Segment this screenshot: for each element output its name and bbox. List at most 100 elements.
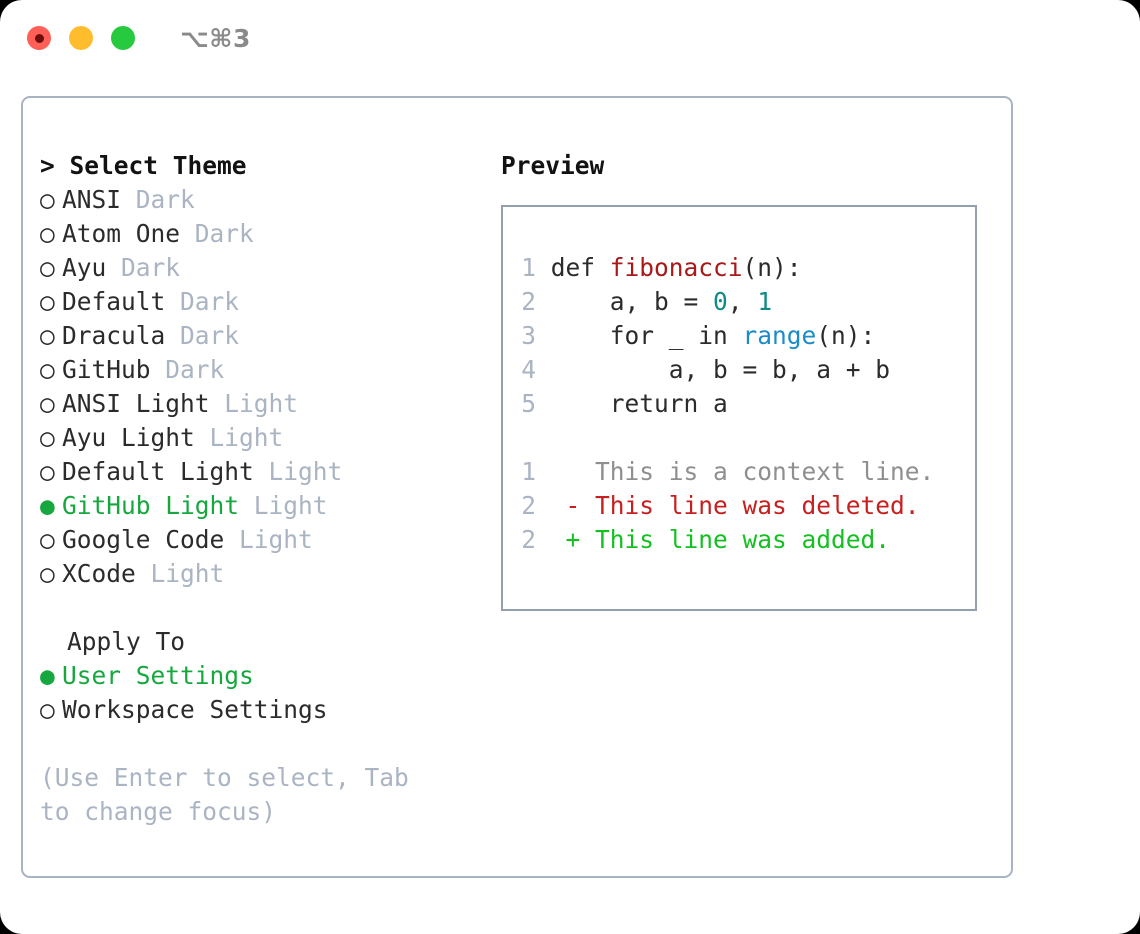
title-bar: ⌥⌘3: [0, 0, 1140, 76]
code-token: a, b =: [550, 287, 714, 316]
code-token: range: [742, 321, 817, 350]
traffic-light-group: [27, 26, 135, 50]
theme-option-xcode[interactable]: ○XCode Light: [40, 557, 485, 591]
theme-option-label: ANSI Light: [62, 389, 210, 418]
theme-option-variant: Light: [194, 423, 284, 452]
radio-unselected-icon: ○: [40, 389, 55, 418]
theme-picker-column: > Select Theme ○ANSI Dark○Atom One Dark○…: [23, 98, 485, 876]
theme-option-label: Ayu: [62, 253, 107, 282]
theme-option-default-light[interactable]: ○Default Light Light: [40, 455, 485, 489]
theme-option-github[interactable]: ○GitHub Dark: [40, 353, 485, 387]
theme-option-label: GitHub Light: [62, 491, 240, 520]
theme-option-variant: Light: [209, 389, 299, 418]
code-token: def: [550, 253, 610, 282]
diff-line-text: + This line was added.: [536, 525, 891, 554]
line-number: 2: [521, 491, 536, 520]
theme-option-github-light[interactable]: ●GitHub Light Light: [40, 489, 485, 523]
code-line: 1 def fibonacci(n):: [521, 251, 975, 285]
code-token: ,: [727, 287, 758, 316]
maximize-button[interactable]: [111, 26, 135, 50]
diff-line-text: This is a context line.: [536, 457, 935, 486]
preview-column: Preview 1 def fibonacci(n):2 a, b = 0, 1…: [485, 98, 1011, 876]
code-line: 5 return a: [521, 387, 975, 421]
line-number: 1: [521, 253, 536, 282]
theme-option-label: GitHub: [62, 355, 151, 384]
apply-to-option-workspace-settings[interactable]: ○Workspace Settings: [40, 693, 485, 727]
radio-unselected-icon: ○: [40, 457, 55, 486]
radio-unselected-icon: ○: [40, 525, 55, 554]
radio-unselected-icon: ○: [40, 423, 55, 452]
theme-list[interactable]: ○ANSI Dark○Atom One Dark○Ayu Dark○Defaul…: [40, 183, 485, 591]
theme-option-atom-one[interactable]: ○Atom One Dark: [40, 217, 485, 251]
theme-option-variant: Light: [239, 491, 328, 520]
code-diff-separator: [521, 421, 975, 455]
preview-header: Preview: [501, 151, 605, 180]
theme-option-variant: Light: [224, 525, 313, 554]
diff-line-text: - This line was deleted.: [536, 491, 920, 520]
code-line: 2 a, b = 0, 1: [521, 285, 975, 319]
theme-option-variant: Light: [253, 457, 343, 486]
radio-unselected-icon: ○: [40, 695, 55, 724]
apply-to-option-user-settings[interactable]: ●User Settings: [40, 659, 485, 693]
theme-option-variant: Dark: [180, 219, 254, 248]
theme-option-variant: Dark: [121, 185, 195, 214]
code-token: (n):: [816, 321, 876, 350]
code-token: 1: [757, 287, 773, 316]
recording-dot-icon: [34, 33, 44, 43]
code-token: a, b = b, a + b: [550, 355, 891, 384]
theme-option-label: Atom One: [62, 219, 181, 248]
line-number: 4: [521, 355, 536, 384]
diff-line-ctx: 1 This is a context line.: [521, 455, 975, 489]
radio-selected-icon: ●: [40, 491, 55, 520]
apply-to-option-label: User Settings: [62, 661, 254, 690]
radio-unselected-icon: ○: [40, 321, 55, 350]
apply-to-list[interactable]: ●User Settings○Workspace Settings: [40, 659, 485, 727]
theme-option-label: XCode: [62, 559, 136, 588]
theme-option-variant: Dark: [165, 321, 240, 350]
radio-unselected-icon: ○: [40, 559, 55, 588]
diff-line-add: 2 + This line was added.: [521, 523, 975, 557]
line-number: 1: [521, 457, 536, 486]
theme-option-label: Google Code: [62, 525, 225, 554]
theme-option-ayu-light[interactable]: ○Ayu Light Light: [40, 421, 485, 455]
theme-option-ansi[interactable]: ○ANSI Dark: [40, 183, 485, 217]
theme-option-ayu[interactable]: ○Ayu Dark: [40, 251, 485, 285]
diff-sample: 1 This is a context line.2 - This line w…: [521, 455, 975, 557]
line-number: 3: [521, 321, 536, 350]
radio-selected-icon: ●: [40, 661, 55, 690]
theme-option-label: Ayu Light: [62, 423, 195, 452]
theme-option-variant: Light: [135, 559, 225, 588]
radio-unselected-icon: ○: [40, 287, 55, 316]
main-panel: > Select Theme ○ANSI Dark○Atom One Dark○…: [21, 96, 1013, 878]
theme-option-label: Default: [62, 287, 166, 316]
theme-option-variant: Dark: [106, 253, 181, 282]
close-button[interactable]: [27, 26, 51, 50]
minimize-button[interactable]: [69, 26, 93, 50]
select-theme-header: > Select Theme: [40, 151, 247, 180]
keyboard-hint: (Use Enter to select, Tab to change focu…: [40, 763, 409, 826]
line-number: 2: [521, 287, 536, 316]
radio-unselected-icon: ○: [40, 219, 55, 248]
code-line: 3 for _ in range(n):: [521, 319, 975, 353]
theme-option-label: Default Light: [62, 457, 254, 486]
theme-option-variant: Dark: [150, 355, 225, 384]
window-title: ⌥⌘3: [180, 23, 251, 53]
theme-option-variant: Dark: [165, 287, 240, 316]
code-token: (n):: [742, 253, 802, 282]
diff-line-del: 2 - This line was deleted.: [521, 489, 975, 523]
theme-option-dracula[interactable]: ○Dracula Dark: [40, 319, 485, 353]
theme-option-google-code[interactable]: ○Google Code Light: [40, 523, 485, 557]
theme-option-ansi-light[interactable]: ○ANSI Light Light: [40, 387, 485, 421]
apply-to-header: Apply To: [67, 627, 186, 656]
code-token: for _ in: [550, 321, 743, 350]
spacer: [40, 591, 485, 625]
code-token: 0: [713, 287, 728, 316]
line-number: 2: [521, 525, 536, 554]
code-token: return a: [550, 389, 728, 418]
code-line: 4 a, b = b, a + b: [521, 353, 975, 387]
apply-to-option-label: Workspace Settings: [62, 695, 328, 724]
theme-option-default[interactable]: ○Default Dark: [40, 285, 485, 319]
